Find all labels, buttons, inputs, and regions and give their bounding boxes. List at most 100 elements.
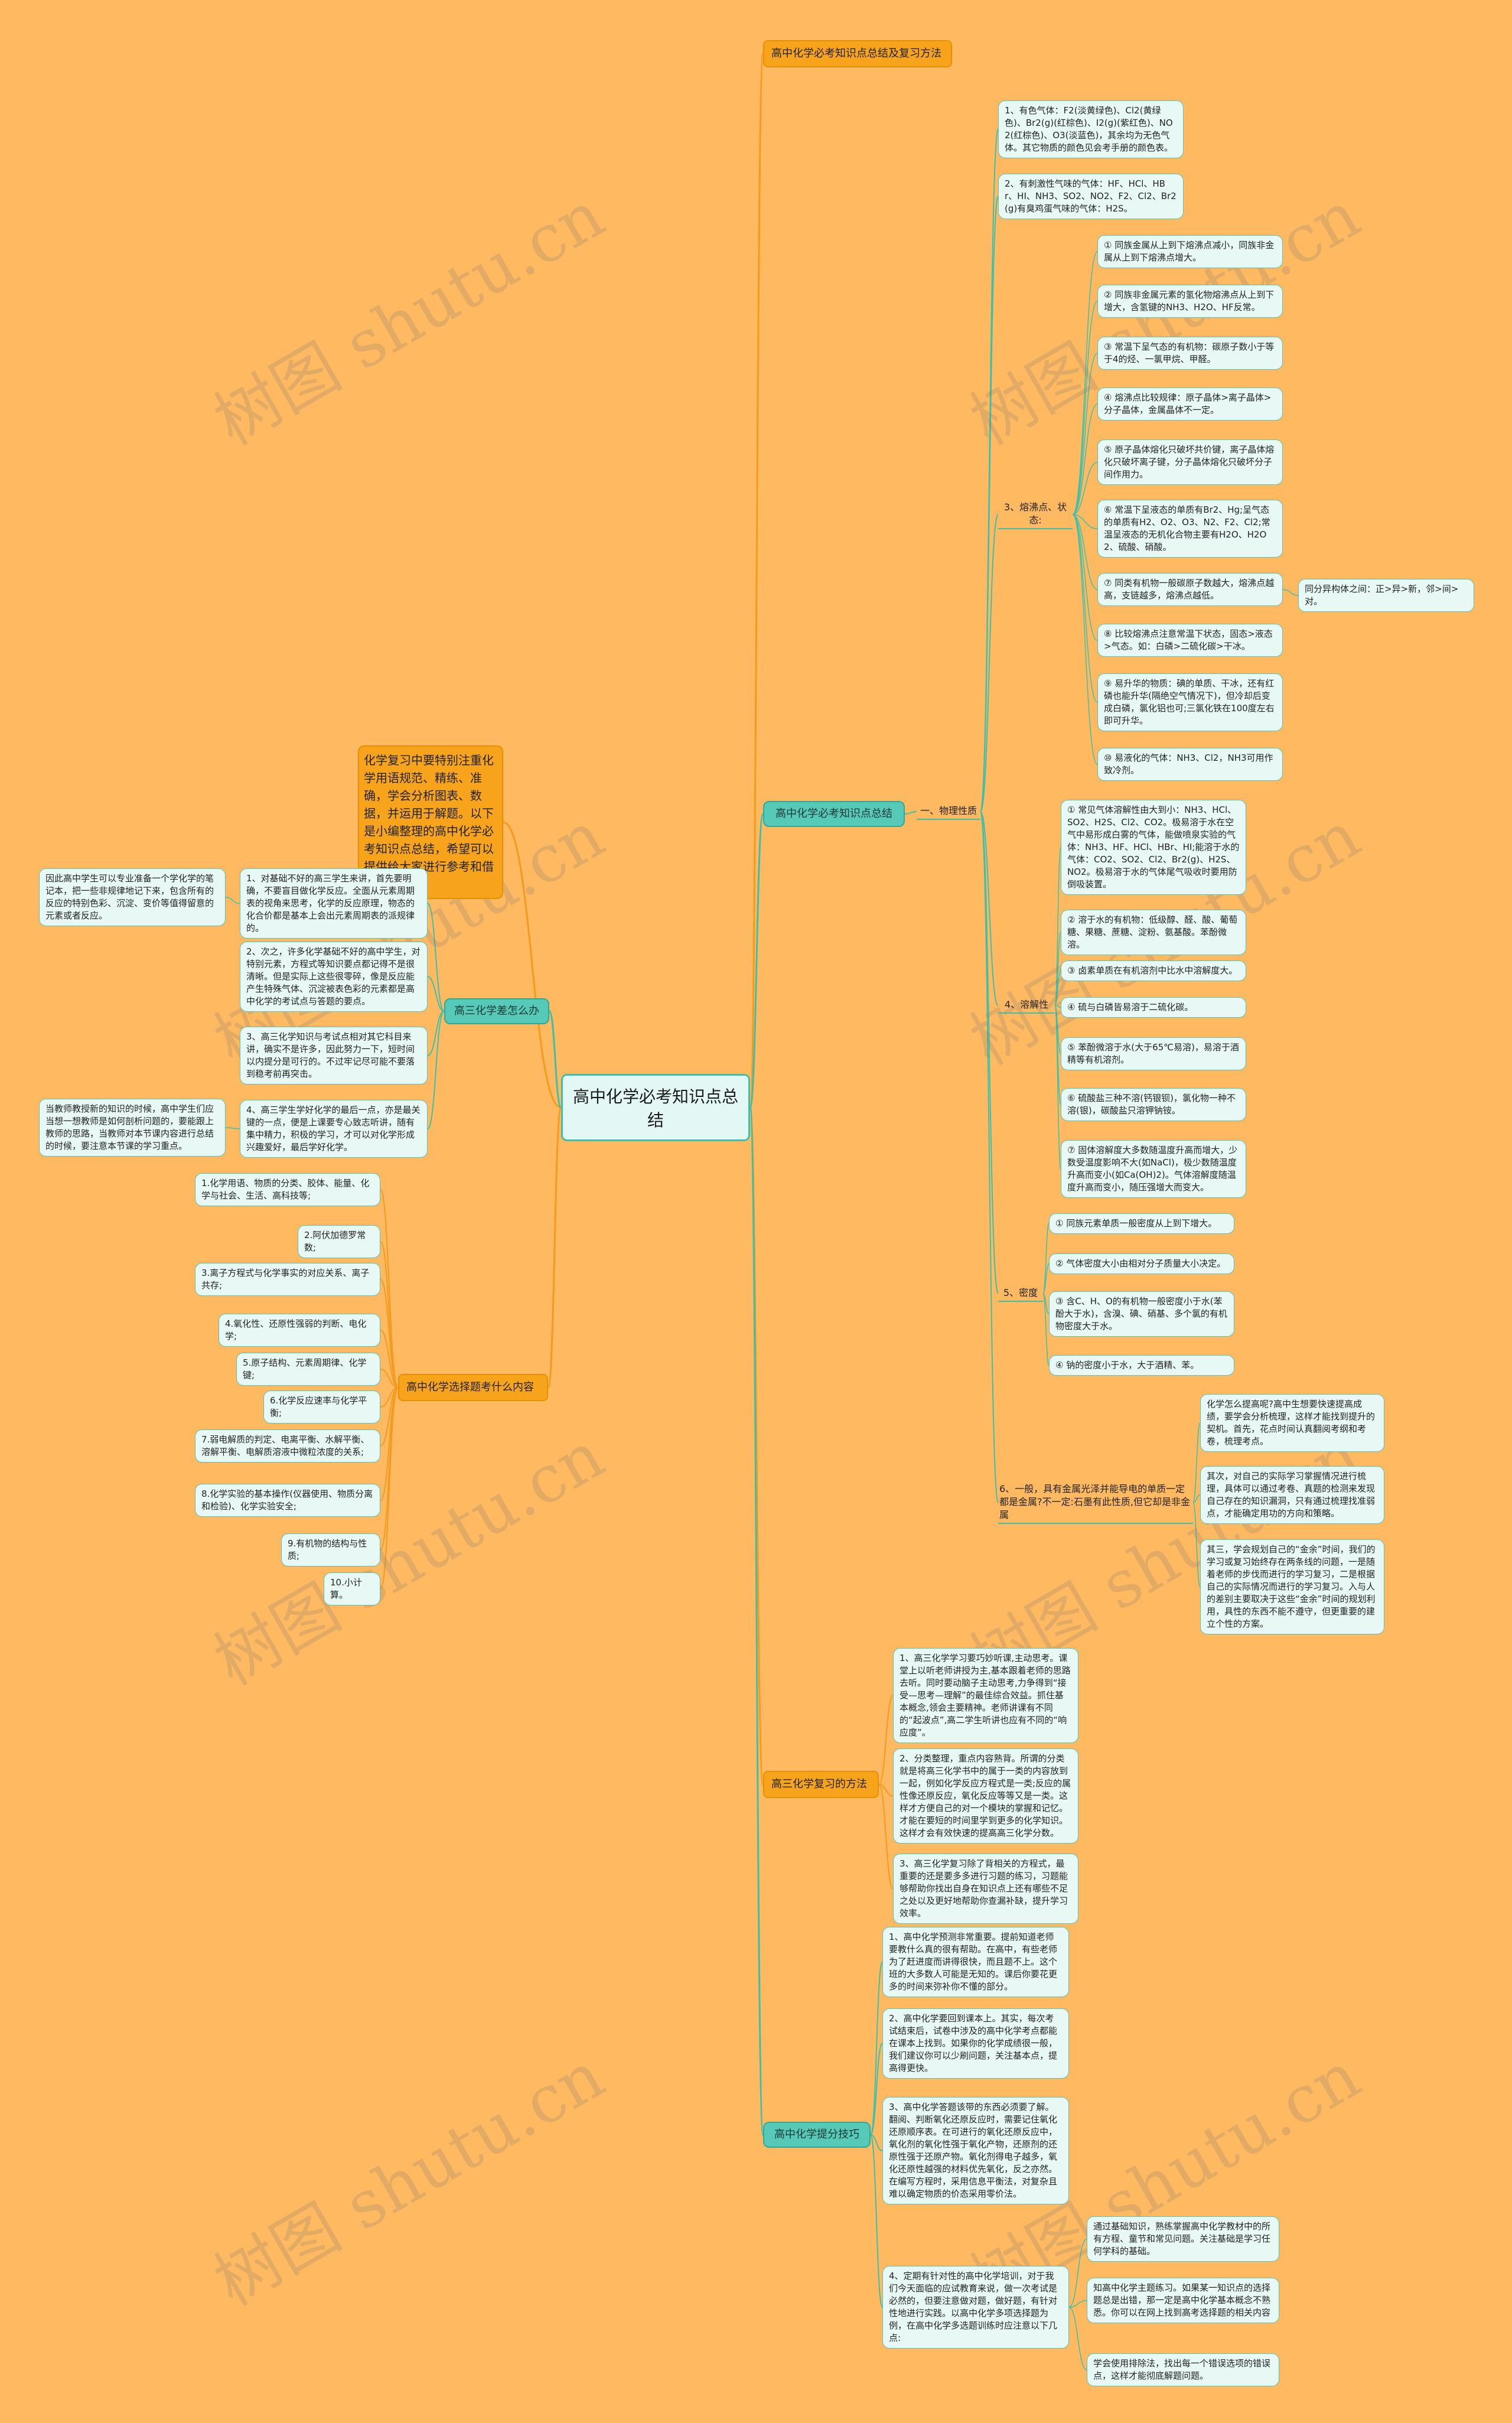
connector-line [380, 1387, 399, 1590]
improve-sub-item[interactable]: 4、定期有针对性的高中化学培训，对于我们今天面临的应试教育来说，做一次考试是必然… [882, 2266, 1069, 2349]
branch-knowledge[interactable]: 高中化学必考知识点总结 [763, 801, 905, 827]
intro-note[interactable]: 化学复习中要特别注重化学用语规范、精练、准确，学会分析图表、数据，并运用于解题。… [358, 745, 503, 899]
connector-line [548, 1010, 562, 1109]
density-sub-item[interactable]: ② 气体密度大小由相对分子质量大小决定。 [1049, 1253, 1234, 1274]
connector-line [427, 976, 445, 1012]
item-smell-gas[interactable]: 2、有刺激性气味的气体：HF、HCl、HBr、HI、NH3、SO2、NO2、F2… [998, 174, 1184, 219]
density-sub-item[interactable]: ④ 钠的密度小于水，大于酒精、苯。 [1049, 1355, 1234, 1376]
exam-sub-item[interactable]: 2.阿伏加德罗常数; [298, 1225, 380, 1258]
connector-line [1054, 932, 1061, 1006]
connector-line [427, 1011, 445, 1056]
connector-line [1072, 461, 1098, 515]
exam-sub-item[interactable]: 7.弱电解质的判定、电离平衡、水解平衡、溶解平衡、电解质溶液中微粒浓度的关系; [195, 1429, 380, 1463]
improve-sub4-child[interactable]: 通过基础知识，熟练掌握高中化学教材中的所有方程、童节和常见问题。关注基础是学习任… [1087, 2216, 1279, 2262]
density-heading[interactable]: 5、密度 [998, 1285, 1043, 1302]
melting-sub-item[interactable]: ① 同族金属从上到下熔沸点减小，同族非金属从上到下熔沸点增大。 [1097, 235, 1283, 268]
connector-line [225, 897, 240, 904]
connector-line [1054, 1005, 1061, 1054]
melting-sub-item[interactable]: ⑦ 同类有机物一般碳原子数越大，熔沸点越高，支链越多，熔沸点越低。 [1097, 573, 1283, 606]
connector-line [1192, 1502, 1201, 1588]
isomer-note[interactable]: 同分异构体之间：正>异>新，邻>间>对。 [1298, 579, 1474, 612]
connector-line [870, 2134, 883, 2308]
metal-sub-item[interactable]: 其次，对自己的实际学习掌握情况进行梳理，具体可以通过考卷、真题的检测来发现自己存… [1200, 1466, 1384, 1524]
connector-line [1282, 589, 1299, 596]
melting-sub-item[interactable]: ⑤ 原子晶体熔化只破坏共价键，离子晶体熔化只破坏离子键，分子晶体熔化只破坏分子间… [1097, 439, 1283, 485]
connector-line [380, 1241, 399, 1388]
solubility-sub-item[interactable]: ③ 卤素单质在有机溶剂中比水中溶解度大。 [1061, 960, 1246, 981]
connector-line [870, 1961, 883, 2135]
connector-line [878, 1695, 894, 1785]
connector-line [1068, 2300, 1087, 2308]
connector-line [1072, 514, 1098, 590]
connector-line [1054, 1005, 1061, 1105]
solubility-sub-item[interactable]: ⑦ 固体溶解度大多数随温度升高而增大，少数受温度影响不大(如NaCl)，极少数随… [1061, 1140, 1246, 1198]
exam-sub-item[interactable]: 9.有机物的结构与性质; [281, 1533, 380, 1567]
connector-line [1042, 1293, 1050, 1366]
branch-title[interactable]: 高中化学必考知识点总结及复习方法 [763, 40, 952, 67]
branch-exam-content[interactable]: 高中化学选择题考什么内容 [398, 1374, 548, 1401]
exam-sub-item[interactable]: 5.原子结构、元素周期律、化学键; [236, 1353, 380, 1386]
melting-sub-item[interactable]: ⑥ 常温下呈液态的单质有Br2、Hg;呈气态的单质有H2、O2、O3、N2、F2… [1097, 500, 1283, 558]
how-sub-item[interactable]: 4、高三学生学好化学的最后一点，亦是最关键的一点，便是上课要专心致志听讲，随有集… [240, 1100, 428, 1158]
melting-sub-item[interactable]: ⑩ 易液化的气体：NH3、Cl2，NH3可用作致冷剂。 [1097, 748, 1283, 781]
exam-sub-item[interactable]: 6.化学反应速率与化学平衡; [263, 1390, 380, 1424]
how-note[interactable]: 因此高中学生可以专业准备一个学化学的笔记本，把一些非规律地记下来，包含所有的反应… [39, 868, 226, 926]
review-sub-item[interactable]: 3、高三化学复习除了背相关的方程式，最重要的还是要多多进行习题的练习，习题能够帮… [893, 1854, 1078, 1924]
melting-sub-item[interactable]: ⑧ 比较熔沸点注意常温下状态，固态>液态>气态。如：白磷>二硫化碳>干冰。 [1097, 624, 1283, 657]
connector-line [870, 2134, 883, 2151]
melting-sub-item[interactable]: ③ 常温下呈气态的有机物：碳原子数小于等于4的烃、一氯甲烷、甲醛。 [1097, 337, 1283, 370]
connector-line [1072, 514, 1098, 765]
solubility-sub-item[interactable]: ② 溶于水的有机物：低级醇、醛、酸、葡萄糖、果糖、蔗糖、淀粉、氨基酸。苯酚微溶。 [1061, 910, 1246, 955]
branch-improve[interactable]: 高中化学提分技巧 [763, 2122, 871, 2148]
branch-review[interactable]: 高三化学复习的方法 [763, 1771, 879, 1798]
physical-properties[interactable]: 一、物理性质 [917, 803, 980, 820]
connector-line [1072, 301, 1098, 515]
density-sub-item[interactable]: ① 同族元素单质一般密度从上到下增大。 [1049, 1213, 1234, 1234]
connector-line [1042, 1293, 1050, 1315]
how-sub-item[interactable]: 1、对基础不好的高三学生来讲，首先要明确，不要盲目做化学反应。全面从元素周期表的… [240, 868, 428, 939]
melting-sub-item[interactable]: ⑨ 易升华的物质：碘的单质、干冰，还有红磷也能升华(隔绝空气情况下)，但冷却后变… [1097, 673, 1283, 731]
solubility-sub-item[interactable]: ④ 硫与白磷皆易溶于二硫化碳。 [1061, 997, 1246, 1018]
how-sub-item[interactable]: 3、高三化学知识与考试点相对其它科目来讲，确实不是许多，因此努力一下，短时间以内… [240, 1027, 428, 1085]
connector-line [870, 2043, 883, 2135]
how-sub-item[interactable]: 2、次之，许多化学基础不好的高中学生，对特别元素，方程式等知识要点都记得不是很清… [240, 942, 428, 1012]
connector-line [380, 1279, 399, 1388]
connector-line [1054, 1005, 1061, 1170]
melting-point-heading[interactable]: 3、熔沸点、状态: [998, 500, 1073, 529]
melting-sub-item[interactable]: ④ 熔沸点比较规律：原子晶体>离子晶体>分子晶体，金属晶体不一定。 [1097, 387, 1283, 421]
connector-line [1072, 514, 1098, 703]
improve-sub4-child[interactable]: 知高中化学主题练习。如果某一知识点的选择题总是出错，那一定是高中化学基本概念不熟… [1087, 2278, 1279, 2323]
improve-sub-item[interactable]: 1、高中化学预测非常重要。提前知道老师要教什么真的很有帮助。在高中，有些老师为了… [882, 1927, 1069, 1997]
connector-line [980, 811, 999, 1006]
exam-sub-item[interactable]: 8.化学实验的基本操作(仪器使用、物质分离和检验)、化学实验安全; [195, 1484, 380, 1517]
exam-sub-item[interactable]: 4.氧化性、还原性强弱的判断、电化学; [219, 1314, 380, 1347]
improve-sub4-child[interactable]: 学会使用排除法，找出每一个错误选项的错误点，这样才能彻底解题问题。 [1087, 2353, 1279, 2386]
exam-sub-item[interactable]: 1.化学用语、物质的分类、胶体、能量、化学与社会、生活、高科技等; [195, 1173, 380, 1206]
exam-sub-item[interactable]: 3.离子方程式与化学事实的对应关系、离子共存; [195, 1263, 380, 1296]
metal-sub-item[interactable]: 其三，学会规划自己的“金余”时间，我们的学习或复习始终存在两条线的问题，一是随着… [1200, 1539, 1384, 1634]
connector-line [1072, 251, 1098, 515]
connector-line [980, 196, 999, 812]
review-sub-item[interactable]: 2、分类整理，重点内容熟背。所谓的分类就是将高三化学书中的属于一类的内容放到一起… [893, 1748, 1078, 1844]
connector-line [904, 811, 917, 815]
solubility-heading[interactable]: 4、溶解性 [998, 997, 1055, 1014]
metal-sub-item[interactable]: 化学怎么提高呢?高中生想要快速提高成绩，要学会分析梳理，这样才能找到提升的契机。… [1200, 1394, 1384, 1452]
melting-sub-item[interactable]: ② 同族非金属元素的氢化物熔沸点从上到下增大，含氢键的NH3、H2O、HF反常。 [1097, 285, 1283, 318]
item-color-gas[interactable]: 1、有色气体：F2(淡黄绿色)、Cl2(黄绿色)、Br2(g)(红棕色)、I2(… [998, 100, 1184, 158]
solubility-sub-item[interactable]: ① 常见气体溶解性由大到小：NH3、HCl、SO2、H2S、Cl2、CO2。极易… [1061, 800, 1246, 895]
connector-line [225, 1127, 240, 1129]
metal-heading[interactable]: 6、一般，具有金属光泽并能导电的单质一定都是金属?不一定:石墨有此性质,但它却是… [998, 1481, 1193, 1524]
solubility-sub-item[interactable]: ⑤ 苯酚微溶于水(大于65℃易溶)，易溶于酒精等有机溶剂。 [1061, 1037, 1246, 1070]
exam-sub-item[interactable]: 10.小计算。 [324, 1572, 380, 1605]
improve-sub-item[interactable]: 3、高中化学答题该带的东西必须要了解。翻阅、判断氧化还原反应时，需要记住氧化还原… [882, 2097, 1069, 2204]
solubility-sub-item[interactable]: ⑥ 硫酸盐三种不溶(钙银钡)，氯化物一种不溶(银)，碳酸盐只溶钾钠铵。 [1061, 1088, 1246, 1121]
connector-line [980, 811, 999, 1503]
review-sub-item[interactable]: 1、高三化学学习要巧妙听课,主动思考。课堂上以听老师讲授为主,基本跟着老师的思路… [893, 1648, 1078, 1743]
root-topic[interactable]: 高中化学必考知识点总结 [561, 1074, 750, 1141]
how-note[interactable]: 当教师教授新的知识的时候，高中学生们应当想一想教师是如何剖析问题的，要能跟上教师… [39, 1099, 226, 1157]
improve-sub-item[interactable]: 2、高中化学要回到课本上。其实，每次考试结束后，试卷中涉及的高中化学考点都能在课… [882, 2008, 1069, 2079]
density-sub-item[interactable]: ③ 含C、H、O的有机物一般密度小于水(苯酚大于水)，含溴、碘、硝基、多个氯的有… [1049, 1291, 1234, 1337]
branch-how-to-improve[interactable]: 高三化学差怎么办 [444, 998, 549, 1024]
connector-line [1072, 514, 1098, 641]
